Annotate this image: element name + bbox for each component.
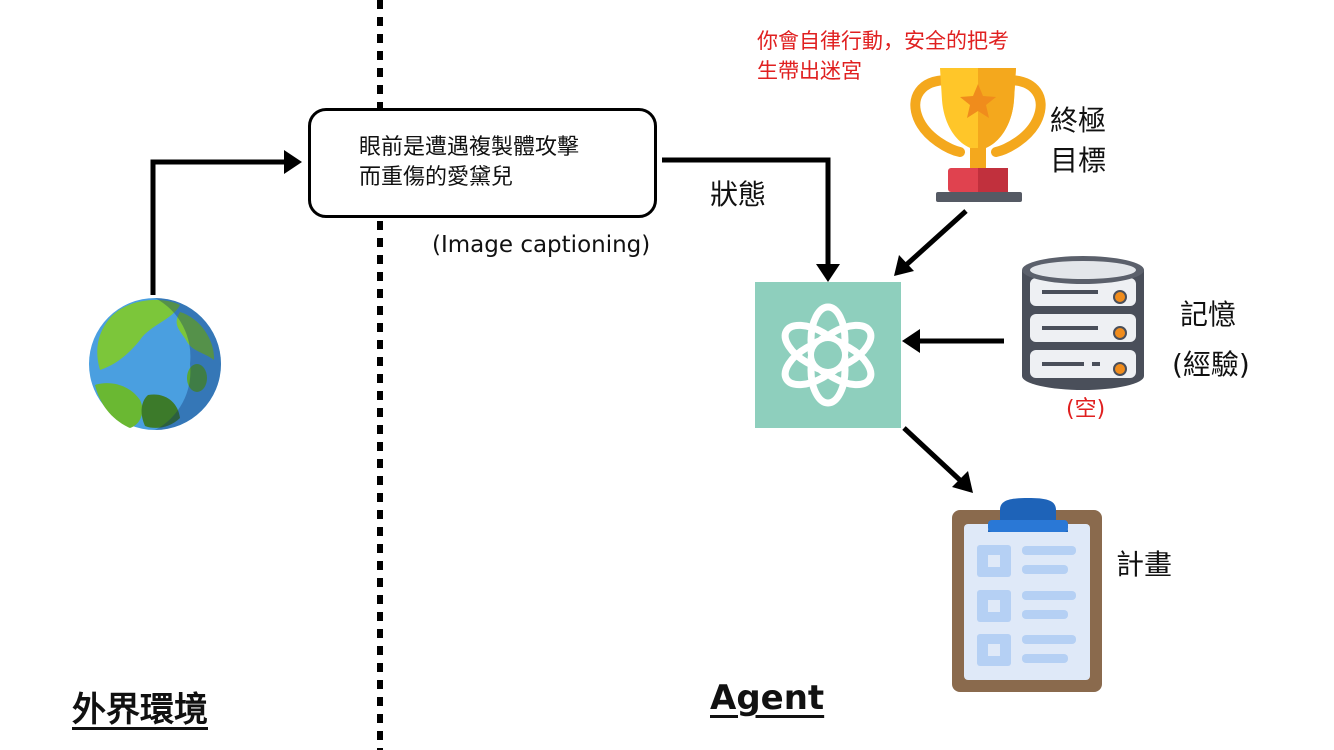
arrowhead-memory bbox=[902, 329, 920, 353]
environment-agent-divider bbox=[377, 0, 383, 750]
environment-section-title: 外界環境 bbox=[72, 690, 208, 730]
state-label: 狀態 bbox=[710, 178, 767, 211]
memory-label-line-2: (經驗) bbox=[1172, 348, 1250, 381]
goal-note-line-1: 你會自律行動，安全的把考 bbox=[757, 29, 1009, 53]
arrowhead-plan bbox=[952, 471, 973, 493]
goal-note-line-2: 生帶出迷宮 bbox=[757, 59, 862, 83]
caption-line-1: 眼前是遭遇複製體攻擊 bbox=[359, 135, 580, 160]
caption-line-2: 而重傷的愛黛兒 bbox=[359, 165, 514, 190]
arrowhead-agent-top bbox=[816, 264, 840, 282]
arrowhead-goal bbox=[894, 255, 914, 276]
goal-label-line-1: 終極 bbox=[1050, 104, 1107, 137]
goal-label-line-2: 目標 bbox=[1050, 144, 1107, 177]
memory-empty-status: (空) bbox=[1066, 397, 1106, 422]
captioning-method-label: (Image captioning) bbox=[432, 232, 651, 258]
arrow-globe-to-caption bbox=[150, 159, 288, 295]
arrow-caption-to-agent bbox=[662, 157, 831, 268]
arrowhead-caption bbox=[284, 150, 302, 174]
memory-label-line-1: 記憶 bbox=[1180, 298, 1237, 331]
arrow-agent-to-plan bbox=[902, 426, 964, 484]
arrow-goal-to-agent bbox=[903, 209, 968, 268]
plan-label: 計畫 bbox=[1116, 548, 1173, 581]
image-caption-box: 眼前是遭遇複製體攻擊 而重傷的愛黛兒 bbox=[308, 108, 657, 218]
agent-section-title: Agent bbox=[710, 678, 825, 718]
